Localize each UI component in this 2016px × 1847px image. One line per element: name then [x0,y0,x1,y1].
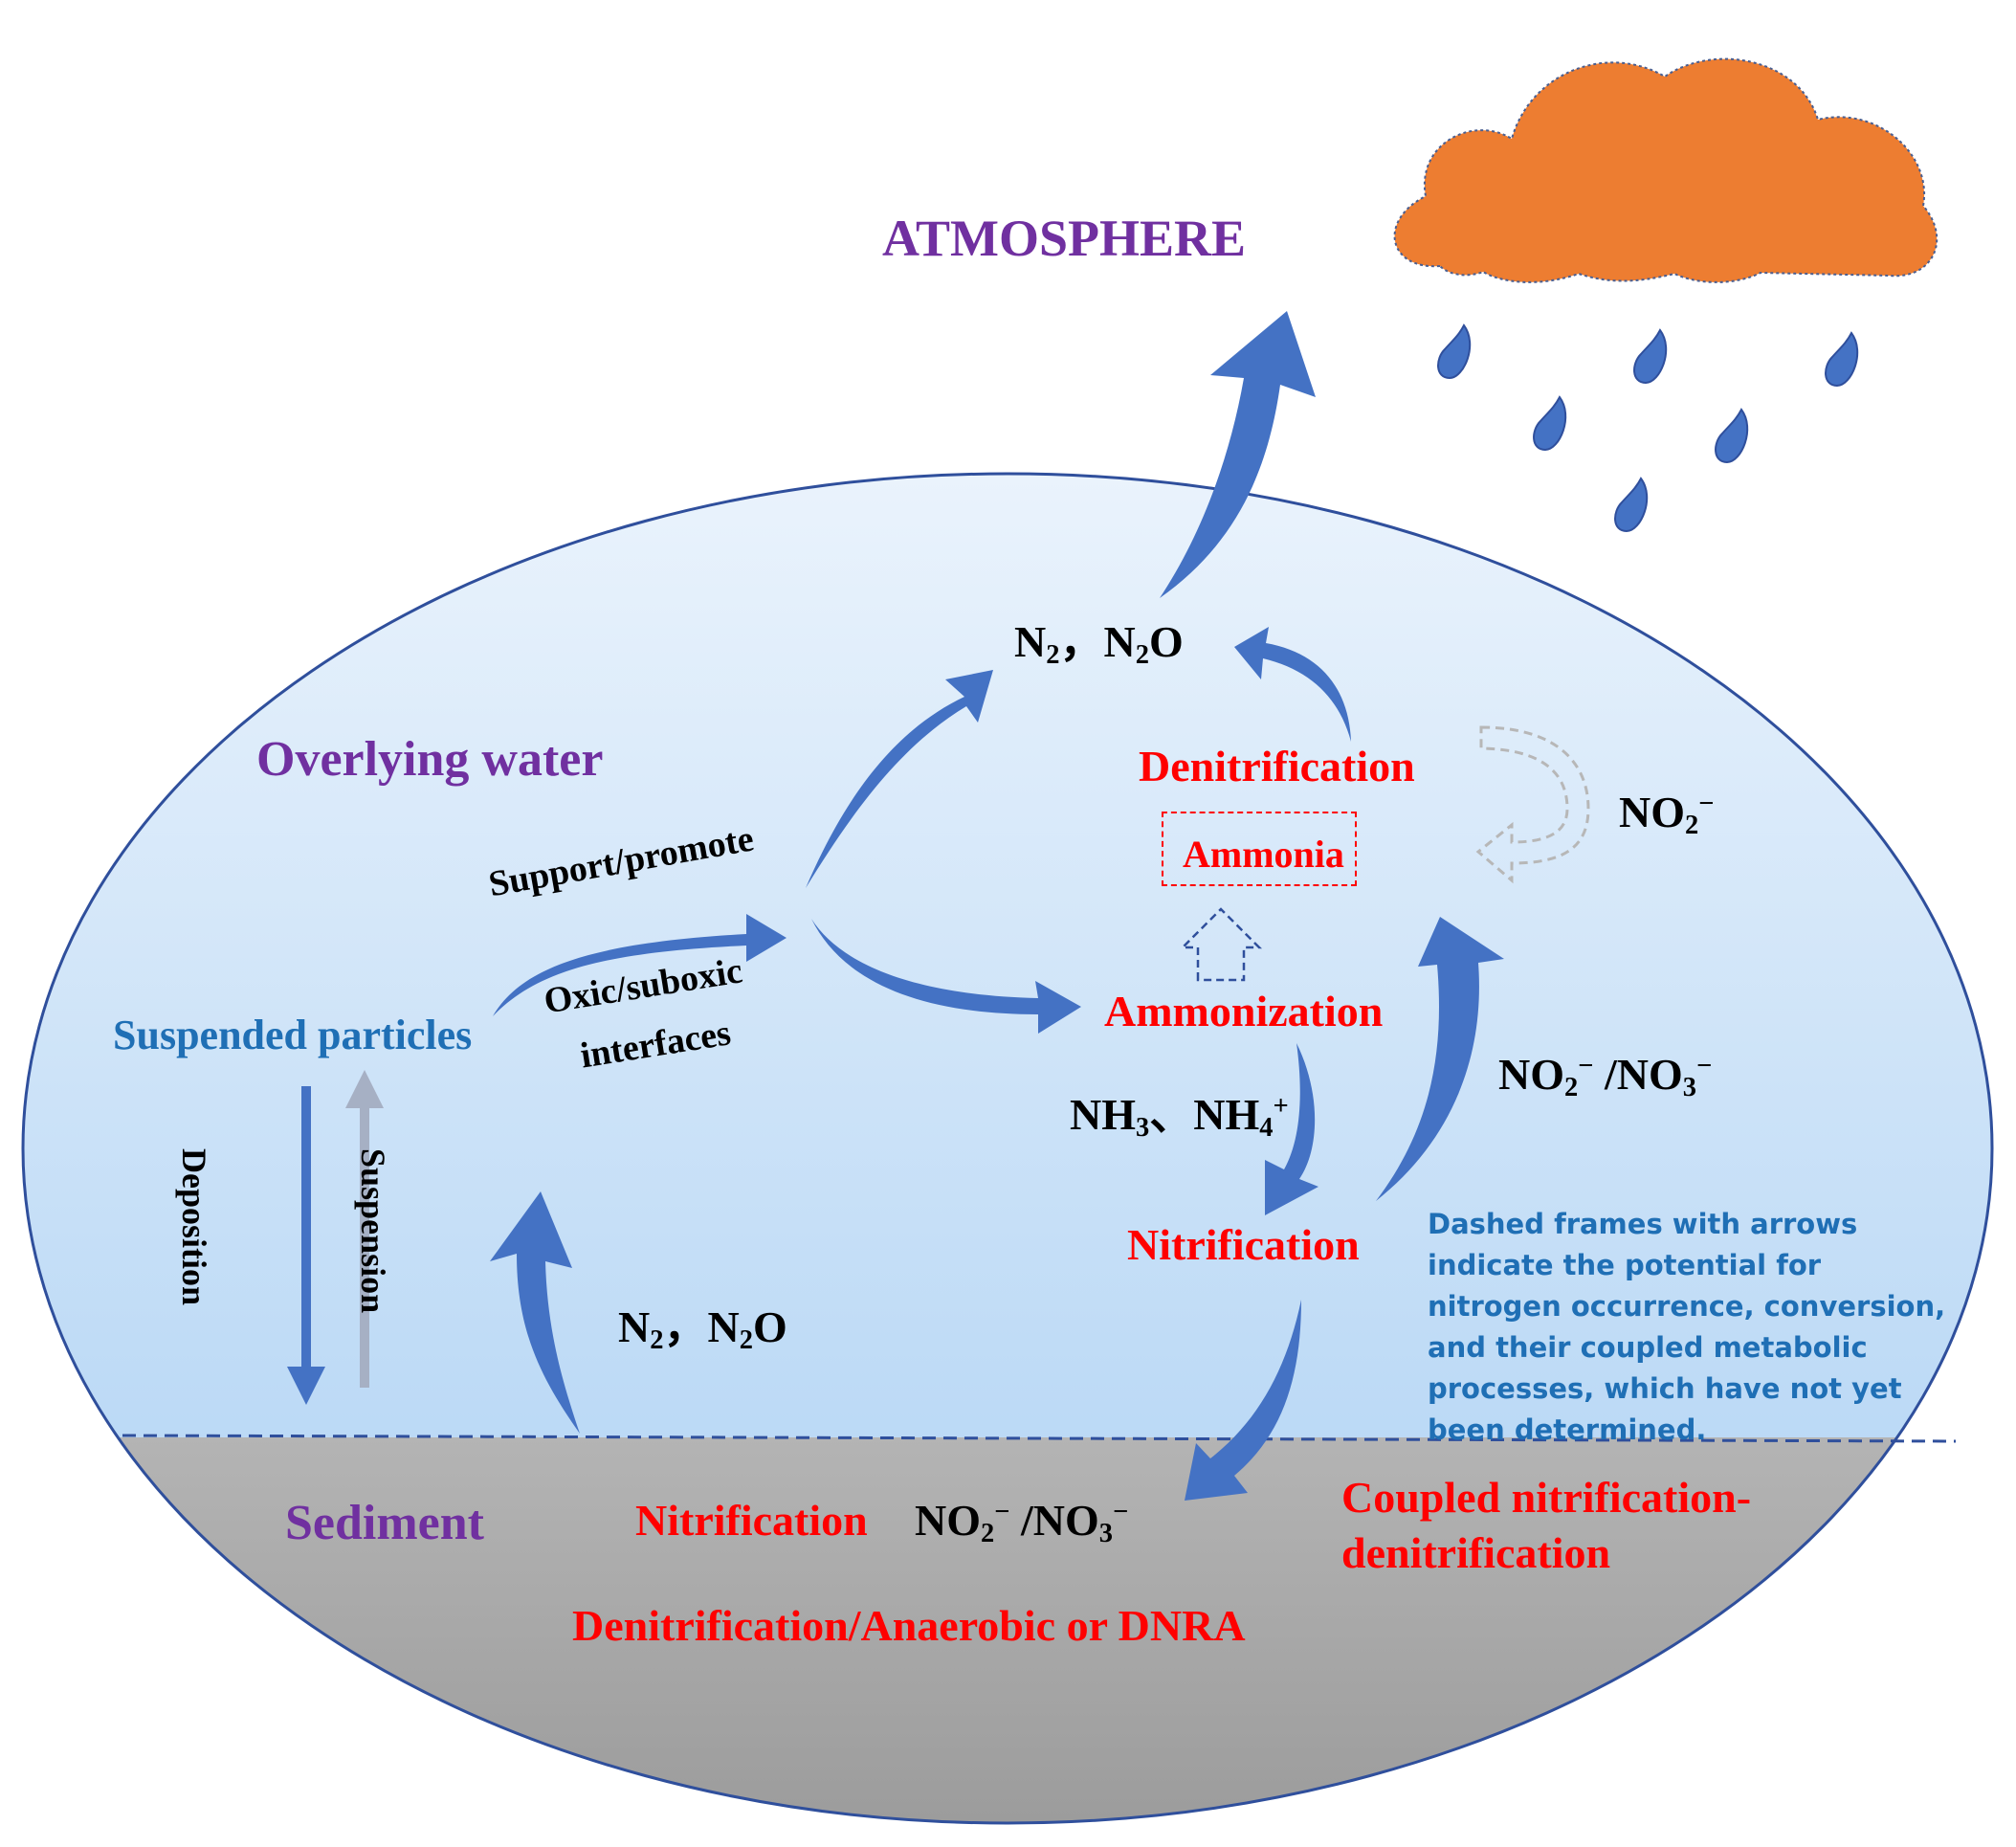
ammonia-label: Ammonia [1183,833,1344,876]
water-sediment-boundary [122,1434,1957,1443]
denitrification-label: Denitrification [1139,742,1415,790]
dashed-up-arrow [1179,907,1263,982]
raindrop-icon [1614,477,1649,533]
raindrop-icon [1715,408,1749,464]
dashed-curved-arrow [1475,725,1590,884]
denitrification-to-n2-arrow [1234,627,1351,742]
dnra-label: Denitrification/Anaerobic or DNRA [572,1601,1246,1650]
ammonization-to-nitrification-arrow [1265,1043,1318,1215]
raindrop-icon [1825,331,1859,388]
ammonization-label: Ammonization [1104,987,1384,1035]
sediment-to-n2-arrow [490,1191,580,1434]
ammonia-dashed-frame [1162,812,1357,886]
nitrification-to-no3-arrow [1376,917,1504,1201]
overlying-water-label: Overlying water [256,732,604,787]
sediment-nitrification-label: Nitrification [635,1496,868,1545]
to-atmosphere-arrow [1160,311,1316,598]
nitrification-label: Nitrification [1127,1220,1360,1269]
sediment-label: Sediment [285,1496,484,1550]
coupled-nitrification-label: Coupled nitrification- [1341,1473,1752,1522]
coupled-denitrification-label: denitrification [1341,1528,1611,1577]
atmosphere-title: ATMOSPHERE [882,210,1247,267]
suspended-particles-label: Suspended particles [113,1012,473,1058]
raindrops [1437,323,1859,533]
junction-to-n2-arrow [806,670,993,888]
no2-no3-right-label: NO2− /NO3− [1498,1050,1713,1103]
no2-right-label: NO2− [1619,788,1715,841]
raindrop-icon [1533,395,1567,452]
junction-to-ammonization-arrow [811,919,1081,1034]
cloud-icon [1393,57,1938,283]
nitrification-to-sediment-arrow [1185,1300,1301,1501]
raindrop-icon [1437,323,1472,380]
support-promote-arrow [493,914,786,1016]
n2-n2o-mid-label: N2，N2O [618,1302,787,1356]
nh3-nh4-label: NH3、NH4+ [1070,1090,1289,1144]
dashed-frames-note: Dashed frames with arrows indicate the p… [1428,1208,1946,1446]
ecosystem-ellipse [21,472,1994,1825]
no2-no3-sediment-label: NO2− /NO3− [915,1496,1129,1549]
n2-n2o-top-label: N2，N2O [1014,617,1184,671]
raindrop-icon [1633,328,1668,385]
